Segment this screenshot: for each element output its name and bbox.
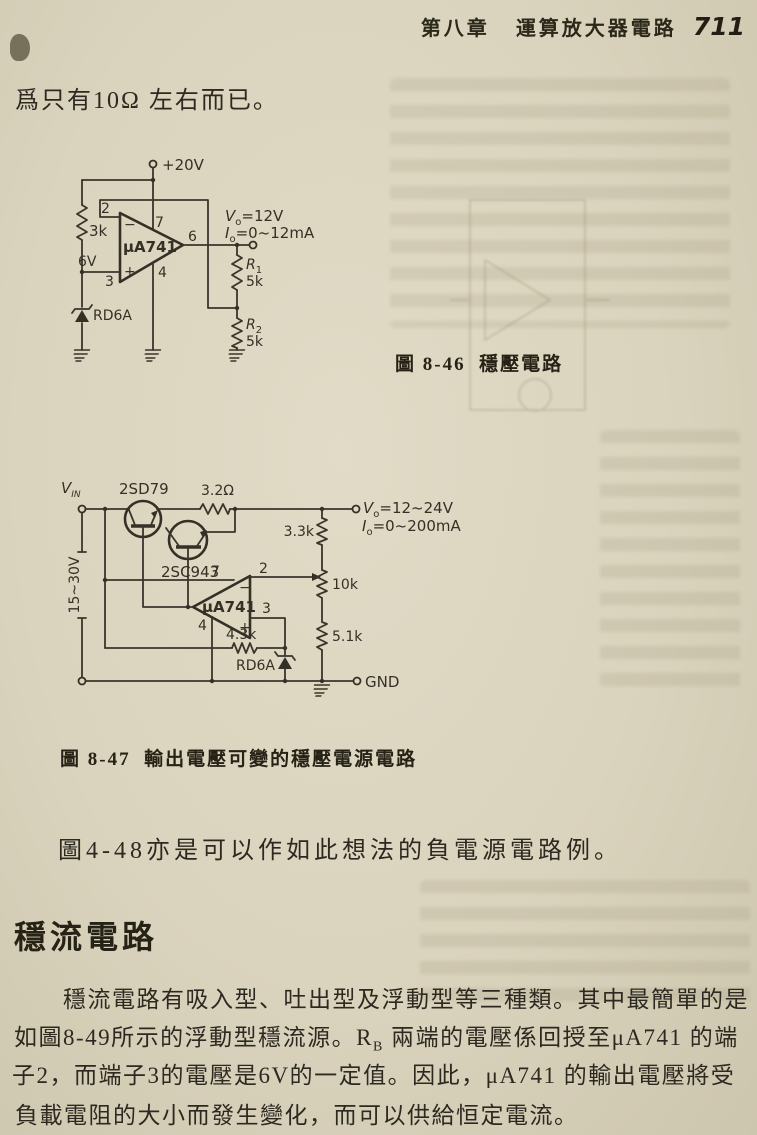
- paragraph-text: 兩端的電壓係回授至μA741 的端: [383, 1025, 739, 1050]
- chapter-title: 運算放大器電路: [515, 18, 677, 40]
- bleed-through-ghost: [600, 430, 740, 690]
- middle-text-line: 圖4-48亦是可以作如此想法的負電源電路例。: [58, 838, 622, 864]
- pin3-label: 3: [105, 274, 114, 290]
- figure-8-46-caption: 圖 8-46 穩壓電路: [395, 354, 564, 375]
- resistor-3k3-label: 3.3k: [284, 524, 315, 540]
- input-range-label: 15~30V: [67, 556, 83, 613]
- resistor-4k3: [231, 642, 258, 654]
- ground-symbol: [309, 684, 331, 697]
- zener-rd6a: RD6A: [236, 647, 296, 682]
- zener-rd6a: RD6A: [71, 304, 132, 324]
- output-current-label: Io=0~200mA: [362, 517, 461, 538]
- gnd-terminal: [352, 676, 362, 686]
- pin6-label: 6: [188, 229, 197, 245]
- paragraph-line: 穩流電路有吸入型、吐出型及浮動型等三種類。其中最簡單的是: [63, 987, 749, 1012]
- supply-label: +20V: [162, 156, 205, 174]
- resistor-3r2: [199, 503, 231, 515]
- figure-8-47-schematic: VIN 2SD79 2SC943 3.2Ω Vo=12~24V Io=0~: [61, 480, 461, 697]
- output-terminal: [248, 240, 258, 250]
- inverting-input-sign: −: [239, 580, 251, 596]
- resistor-3k-label: 3k: [89, 222, 108, 240]
- noninverting-input-sign: +: [239, 620, 251, 636]
- output-drive-wire: [142, 525, 194, 608]
- vin-label: VIN: [61, 480, 81, 500]
- gnd-label: GND: [365, 673, 399, 691]
- output-terminal: [351, 504, 361, 514]
- common-terminal: [77, 676, 87, 686]
- pin3-wire: [249, 617, 286, 649]
- transistor-2sc943-label: 2SC943: [161, 563, 219, 581]
- ground-symbol: [224, 349, 246, 362]
- figure-8-47-caption: 圖 8-47 輸出電壓可變的穩壓電源電路: [60, 749, 418, 770]
- scan-smudge-mark: [10, 34, 30, 61]
- supply-terminal: [148, 159, 158, 169]
- output-current-label: Io=0~12mA: [225, 224, 315, 245]
- ground-symbol: [69, 349, 91, 362]
- figure-8-46-schematic: +20V 3k 6V RD6A μA741 − + 7 4 3 2 6: [69, 156, 315, 362]
- resistor-r1: [231, 254, 243, 291]
- resistor-r2-value: 5k: [246, 334, 264, 350]
- supply-rail: [81, 167, 154, 231]
- paragraph-text: 如圖8-49所示的浮動型穩流源。R: [14, 1025, 373, 1050]
- opamp-label: μA741: [123, 238, 177, 256]
- potentiometer-10k-label: 10k: [332, 577, 359, 593]
- bleed-through-ghost: [390, 78, 730, 328]
- resistor-3r2-label: 3.2Ω: [201, 483, 234, 499]
- chapter-label: 第八章: [420, 18, 490, 40]
- pin7-label: 7: [211, 564, 220, 580]
- zener-label: RD6A: [236, 658, 275, 674]
- paragraph-line: 負載電阻的大小而發生變化，而可以供給恒定電流。: [15, 1103, 579, 1128]
- resistor-3k: [76, 204, 88, 241]
- section-heading: 穩流電路: [14, 919, 159, 955]
- opamp-triangle: [191, 574, 252, 640]
- resistor-r1-value: 5k: [246, 274, 264, 290]
- feedback-wire: [99, 199, 238, 309]
- page-header: 第八章 運算放大器電路 711: [421, 12, 745, 41]
- pin4-label: 4: [158, 265, 167, 281]
- opamp-triangle: [118, 211, 185, 284]
- resistor-r2-label: R2: [246, 317, 262, 336]
- pin7-label: 7: [155, 215, 164, 231]
- output-voltage-label: Vo=12~24V: [363, 499, 454, 520]
- resistor-5k1-label: 5.1k: [332, 629, 363, 645]
- paragraph-line: 如圖8-49所示的浮動型穩流源。RB 兩端的電壓係回授至μA741 的端: [14, 1018, 739, 1056]
- output-voltage-label: Vo=12V: [225, 207, 284, 228]
- pin2-label: 2: [259, 561, 268, 577]
- paragraph-subscript: B: [373, 1039, 384, 1055]
- pin2-label: 2: [101, 201, 110, 217]
- transistor-2sd79-label: 2SD79: [119, 480, 169, 498]
- opamp-label: μA741: [202, 598, 256, 616]
- potentiometer-10k: [316, 569, 328, 599]
- resistor-r2: [231, 317, 243, 349]
- resistor-3k3: [316, 517, 328, 546]
- input-rail: [77, 512, 87, 678]
- vref-label: 6V: [78, 254, 97, 270]
- page-number: 711: [692, 12, 745, 41]
- bleed-through-circuit-ghost: [450, 199, 610, 412]
- noninverting-input-sign: +: [124, 264, 136, 280]
- input-terminal: [77, 504, 87, 514]
- ground-symbol: [140, 349, 162, 362]
- resistor-5k1: [316, 621, 328, 651]
- inverting-input-sign: −: [124, 217, 136, 233]
- pin4-label: 4: [198, 618, 207, 634]
- top-wire: [205, 508, 353, 533]
- intro-text-line: 爲只有10Ω 左右而已。: [15, 88, 279, 114]
- pin3-label: 3: [262, 601, 271, 617]
- zener-label: RD6A: [93, 308, 132, 324]
- resistor-r1-label: R1: [246, 257, 262, 276]
- paragraph-line: 子2，而端子3的電壓是6V的一定值。因此，μA741 的輸出電壓將受: [12, 1063, 736, 1088]
